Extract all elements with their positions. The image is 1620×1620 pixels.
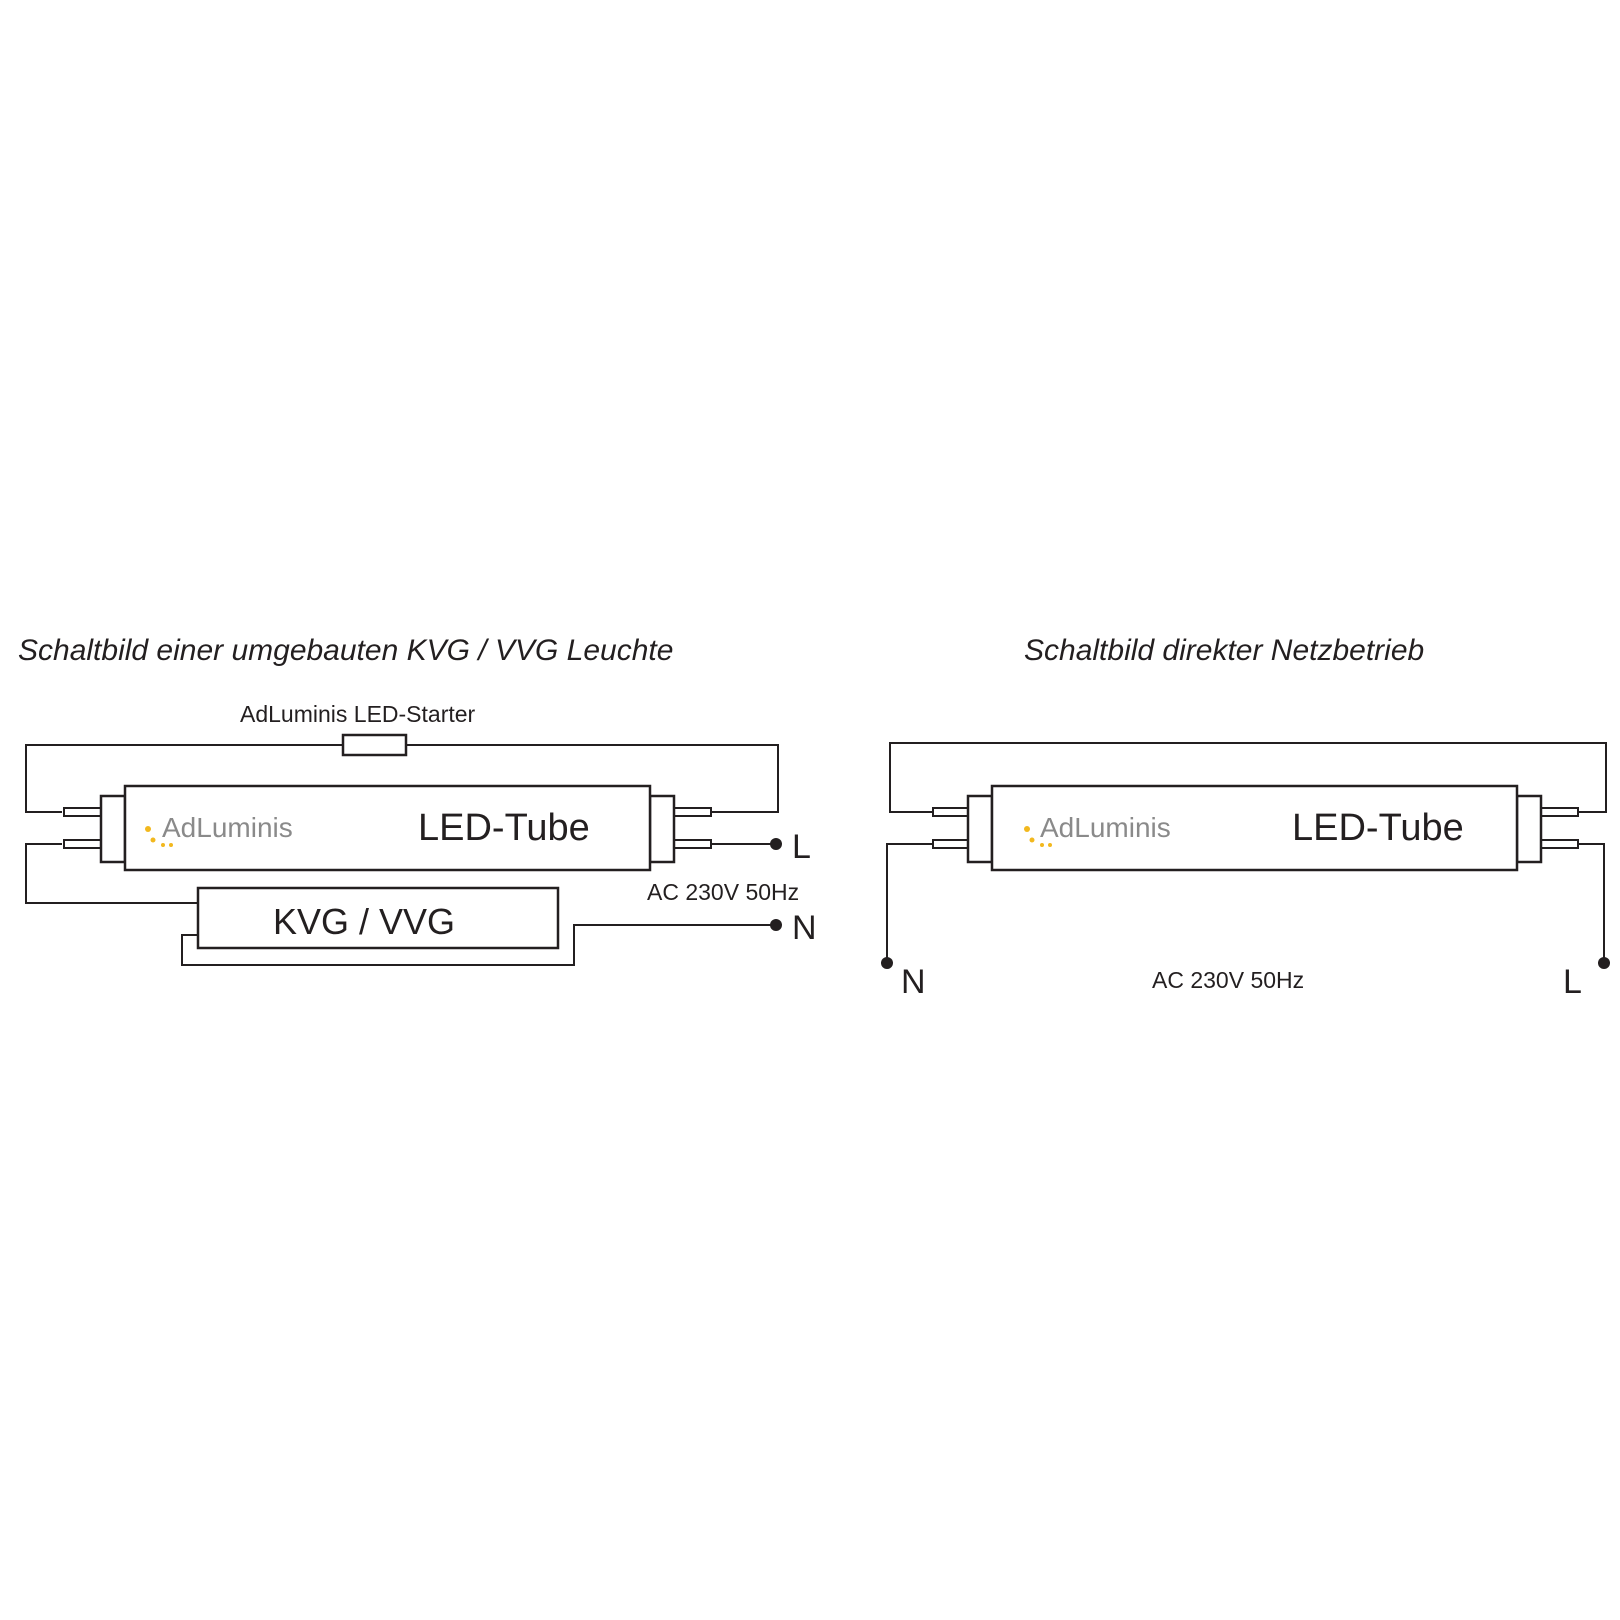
tube-end-cap-right	[648, 794, 676, 864]
led-starter	[341, 733, 408, 757]
tube-pin-left-bottom	[63, 839, 102, 849]
led-tube	[990, 784, 1519, 872]
ballast-input-wire	[25, 843, 198, 904]
supply-label: AC 230V 50Hz	[1152, 967, 1304, 993]
logo-dot	[169, 843, 173, 847]
logo-dot	[1024, 826, 1030, 832]
tube-end-cap-left	[99, 794, 127, 864]
tube-label: LED-Tube	[1292, 807, 1464, 849]
led-tube	[123, 784, 652, 872]
logo-dot	[150, 837, 156, 843]
n-terminal-dot	[881, 957, 893, 969]
bridge-loop-wire	[889, 742, 1607, 813]
n-terminal-dot	[770, 919, 782, 931]
logo-dot	[1048, 843, 1052, 847]
logo-text: AdLuminis	[162, 812, 293, 843]
starter-label: AdLuminis LED-Starter	[240, 701, 476, 727]
ballast-kvg-vvg	[196, 886, 560, 950]
tube-label: LED-Tube	[418, 807, 590, 849]
n-wire	[886, 843, 932, 963]
logo-dot	[1040, 843, 1044, 847]
tube-end-cap-right	[1515, 794, 1543, 864]
right-diagram-title: Schaltbild direkter Netzbetrieb	[1024, 634, 1424, 667]
ballast-label: KVG / VVG	[273, 901, 455, 942]
tube-pin-right-bottom	[1540, 839, 1579, 849]
terminal-n: N	[901, 963, 926, 1001]
ballast-output-wire	[181, 924, 776, 966]
tube-pin-left-top	[932, 807, 969, 817]
terminal-l: L	[792, 828, 811, 866]
logo-dot	[1029, 837, 1035, 843]
left-diagram-title: Schaltbild einer umgebauten KVG / VVG Le…	[18, 634, 673, 667]
tube-pin-left-bottom	[932, 839, 969, 849]
logo-dot	[161, 843, 165, 847]
supply-label: AC 230V 50Hz	[647, 879, 799, 905]
left-diagram: Schaltbild einer umgebauten KVG / VVG Le…	[18, 634, 817, 966]
adluminis-logo: AdLuminis	[1024, 812, 1171, 847]
adluminis-logo: AdLuminis	[145, 812, 293, 847]
l-wire	[1578, 843, 1605, 963]
tube-pin-left-top	[63, 807, 102, 817]
l-terminal-dot	[1598, 957, 1610, 969]
l-terminal-dot	[770, 838, 782, 850]
terminal-l: L	[1563, 963, 1582, 1001]
right-diagram: Schaltbild direkter Netzbetrieb AdLumini…	[881, 634, 1610, 1001]
logo-text: AdLuminis	[1040, 812, 1171, 843]
tube-pin-right-top	[673, 807, 712, 817]
terminal-n: N	[792, 909, 817, 947]
tube-pin-right-bottom	[673, 839, 712, 849]
logo-dot	[145, 826, 151, 832]
tube-pin-right-top	[1540, 807, 1579, 817]
tube-end-cap-left	[966, 794, 994, 864]
